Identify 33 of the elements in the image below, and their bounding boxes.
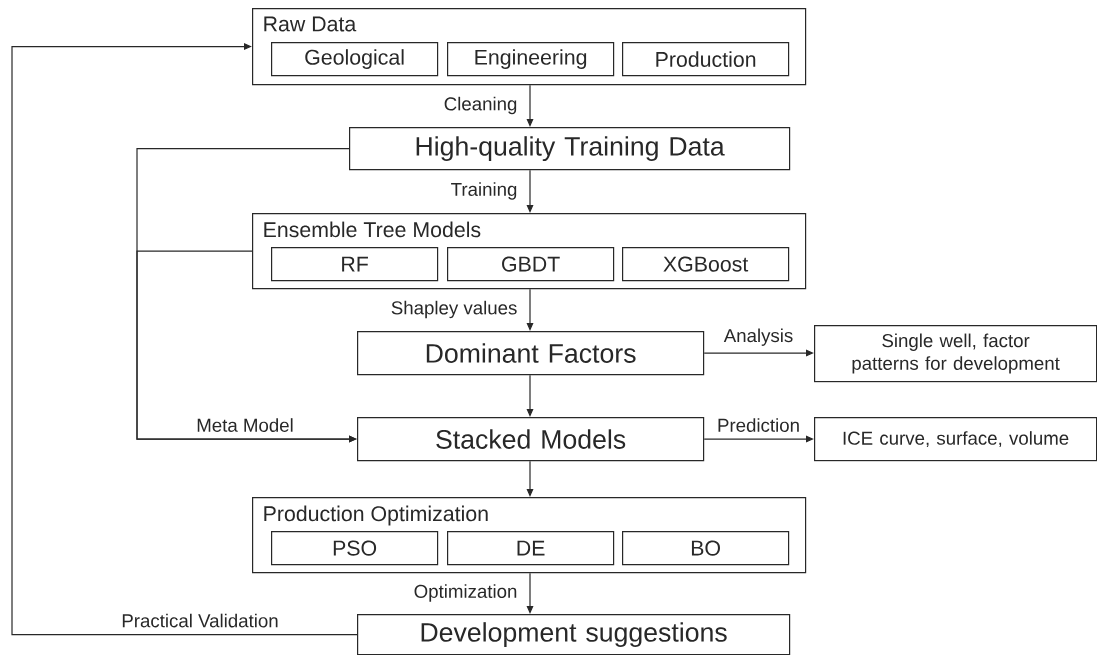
process-box: Dominant Factors	[357, 331, 705, 376]
method-box: Geological	[271, 42, 439, 77]
arrow	[526, 169, 534, 213]
arrow	[526, 84, 534, 127]
method-box: BO	[622, 531, 790, 566]
edge-label: Optimization	[411, 582, 520, 604]
method-box: Engineering	[447, 42, 615, 77]
arrow	[526, 374, 534, 417]
edge-label: Training	[448, 180, 520, 202]
edge-label: Shapley values	[388, 298, 520, 321]
edge-label: Prediction	[715, 416, 802, 434]
method-box: DE	[447, 531, 615, 566]
arrow	[526, 288, 534, 331]
method-box: XGBoost	[622, 247, 790, 282]
result-box: Single well, factor patterns for development	[814, 325, 1097, 383]
process-box: High-quality Training Data	[349, 127, 791, 171]
arrow	[526, 460, 534, 497]
method-box: PSO	[271, 531, 439, 566]
arrow	[136, 250, 357, 443]
arrow	[703, 435, 814, 443]
edge-label: Cleaning	[441, 94, 520, 117]
edge-label: Analysis	[721, 326, 796, 348]
result-box: ICE curve, surface, volume	[814, 417, 1097, 462]
method-box: RF	[271, 247, 439, 282]
arrow	[526, 572, 534, 614]
process-box: Development suggestions	[357, 614, 791, 655]
arrow	[703, 349, 814, 357]
edge-label: Meta Model	[194, 416, 296, 434]
process-box: Stacked Models	[357, 417, 705, 462]
arrow	[11, 43, 358, 636]
method-box: GBDT	[447, 247, 615, 282]
edge-label: Practical Validation	[119, 611, 281, 630]
method-box: Production	[622, 42, 790, 77]
